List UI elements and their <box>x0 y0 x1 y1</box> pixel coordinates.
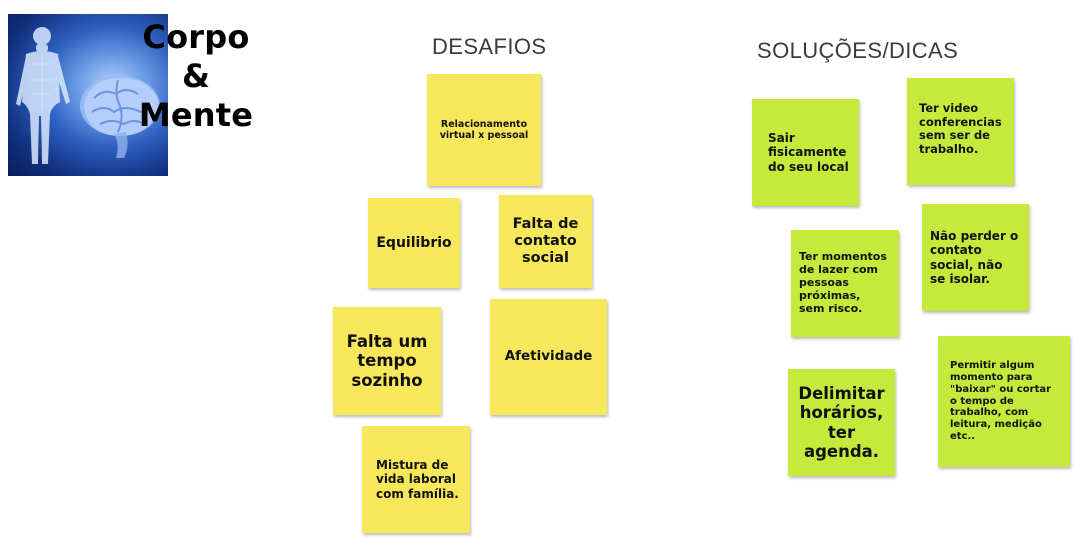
sticky-note-text: Permitir algum momento para "baixar" ou … <box>950 360 1052 442</box>
sticky-note-desafio[interactable]: Mistura de vida laboral com família. <box>362 426 470 533</box>
sticky-note-desafio[interactable]: Equilibrio <box>368 198 460 288</box>
sticky-note-text: Falta de contato social <box>512 215 579 267</box>
sticky-note-text: Afetividade <box>504 348 593 365</box>
sticky-note-text: Ter video conferencias sem ser de trabal… <box>919 101 1002 156</box>
sticky-note-text: Ter momentos de lazer com pessoas próxim… <box>799 250 887 315</box>
sticky-note-text: Equilibrio <box>376 234 452 251</box>
board-title: Corpo & Mente <box>138 18 254 135</box>
desafios-heading: DESAFIOS <box>432 34 547 59</box>
sticky-note-text: Falta um tempo sozinho <box>346 331 428 390</box>
sticky-note-text: Delimitar horários, ter agenda. <box>798 383 885 461</box>
title-line-3: Mente <box>138 96 254 134</box>
sticky-note-desafio[interactable]: Falta um tempo sozinho <box>333 307 441 415</box>
sticky-note-text: Não perder o contato social, não se isol… <box>930 229 1019 286</box>
sticky-note-desafio[interactable]: Falta de contato social <box>499 195 592 288</box>
sticky-note-solucao[interactable]: Permitir algum momento para "baixar" ou … <box>938 336 1070 467</box>
sticky-note-solucao[interactable]: Não perder o contato social, não se isol… <box>922 204 1029 311</box>
sticky-note-solucao[interactable]: Ter momentos de lazer com pessoas próxim… <box>791 230 899 337</box>
sticky-note-text: Relacionamento virtual x pessoal <box>439 118 529 141</box>
sticky-note-solucao[interactable]: Delimitar horários, ter agenda. <box>788 369 895 476</box>
sticky-note-text: Sair fisicamente do seu local <box>768 131 849 174</box>
sticky-note-desafio[interactable]: Afetividade <box>490 299 607 415</box>
sticky-note-solucao[interactable]: Ter video conferencias sem ser de trabal… <box>907 78 1014 185</box>
sticky-note-desafio[interactable]: Relacionamento virtual x pessoal <box>427 74 541 186</box>
title-line-2: & <box>181 57 211 95</box>
human-body-brain-illustration-icon <box>8 14 168 176</box>
sticky-note-text: Mistura de vida laboral com família. <box>376 458 459 501</box>
title-line-1: Corpo <box>142 18 250 56</box>
solucoes-heading: SOLUÇÕES/DICAS <box>757 38 959 63</box>
sticky-note-solucao[interactable]: Sair fisicamente do seu local <box>752 99 859 206</box>
